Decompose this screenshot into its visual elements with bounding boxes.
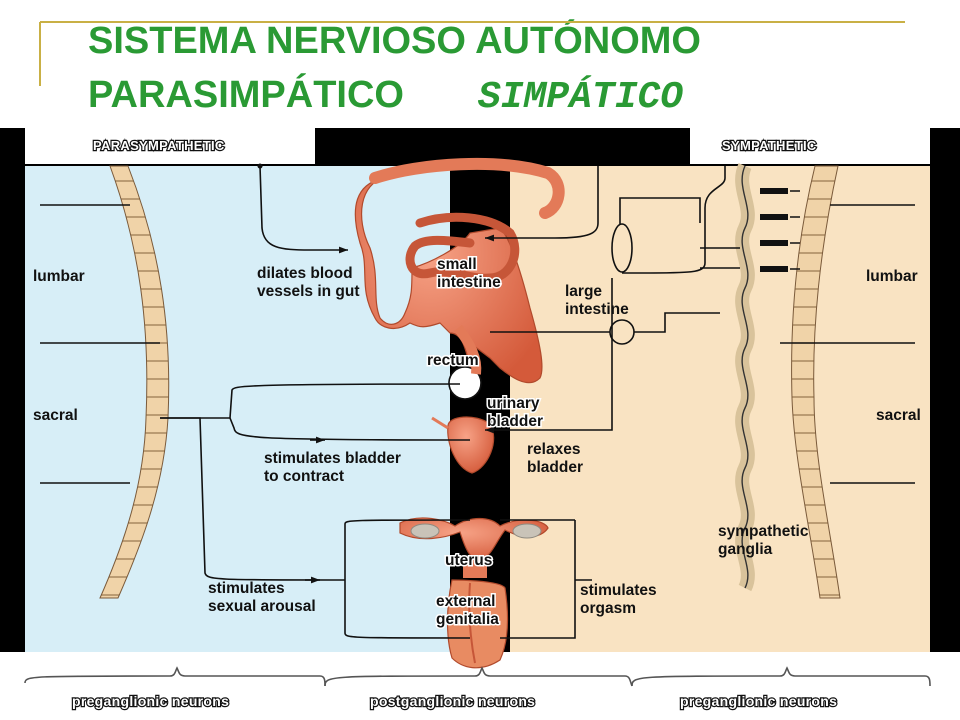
footer-preganglionic-left: preganglionic neurons [72,693,229,709]
right-lumbar-label: lumbar [866,268,918,285]
uterus-illustration [399,517,549,578]
footer-preganglionic-right: preganglionic neurons [680,693,837,709]
right-sacral-label: sacral [876,407,921,424]
autonomic-nervous-system-diagram: PARASYMPATHETIC SYMPATHETIC lumbar sacra… [0,128,960,720]
uterus-label: uterus [445,552,492,569]
stimulates-sexual-label-1: stimulates [208,580,285,597]
parasympathetic-header: PARASYMPATHETIC [93,138,225,153]
relaxes-bladder-label-2: bladder [527,459,583,476]
stimulates-orgasm-label-1: stimulates [580,582,657,599]
urinary-bladder-label-2: bladder [487,413,543,430]
large-intestine-label-1: large [565,283,602,300]
urinary-bladder-illustration [431,416,495,474]
dilates-vessels-label-2: vessels in gut [257,283,360,300]
small-intestine-label-2: intestine [437,274,501,291]
small-intestine-label-1: small [437,256,477,273]
slide-corner-decoration [39,21,905,86]
external-genitalia-illustration [446,579,509,669]
sympathetic-ganglia-label-2: ganglia [718,541,773,558]
left-spinal-column [40,165,170,599]
parasympathetic-nerves [160,163,471,639]
external-genitalia-label-1: external [436,593,495,610]
sympathetic-region [510,166,930,652]
left-sacral-label: sacral [33,407,78,424]
external-genitalia-label-2: genitalia [436,611,499,628]
slide-title-line-2: PARASIMPÁTICO SIMPÁTICO [88,76,683,117]
sympathetic-ganglia-chain [735,163,800,592]
stimulates-bladder-label-1: stimulates bladder [264,450,401,467]
stimulates-sexual-label-2: sexual arousal [208,598,316,615]
sympathetic-ganglia-label-1: sympathetic [718,523,809,540]
sympathetic-title: SIMPÁTICO [477,76,684,119]
stimulates-bladder-label-2: to contract [264,468,344,485]
large-intestine-label-2: intestine [565,301,629,318]
relaxes-bladder-label-1: relaxes [527,441,580,458]
urinary-bladder-label-1: urinary [487,395,540,412]
footer-postganglionic: postganglionic neurons [370,693,535,709]
left-lumbar-label: lumbar [33,268,85,285]
parasympathetic-region [25,166,450,652]
rectum-illustration [448,324,482,400]
colon-illustration [354,157,565,394]
stimulates-orgasm-label-2: orgasm [580,600,636,617]
parasympathetic-title: PARASIMPÁTICO [88,74,404,116]
rectum-label: rectum [427,352,479,369]
sympathetic-nerves [485,166,740,639]
slide-title-line-1: SISTEMA NERVIOSO AUTÓNOMO [88,20,701,62]
dilates-vessels-label-1: dilates blood [257,265,353,282]
sympathetic-header: SYMPATHETIC [722,138,817,153]
right-spinal-column [780,165,915,599]
footer-brackets [24,666,931,687]
